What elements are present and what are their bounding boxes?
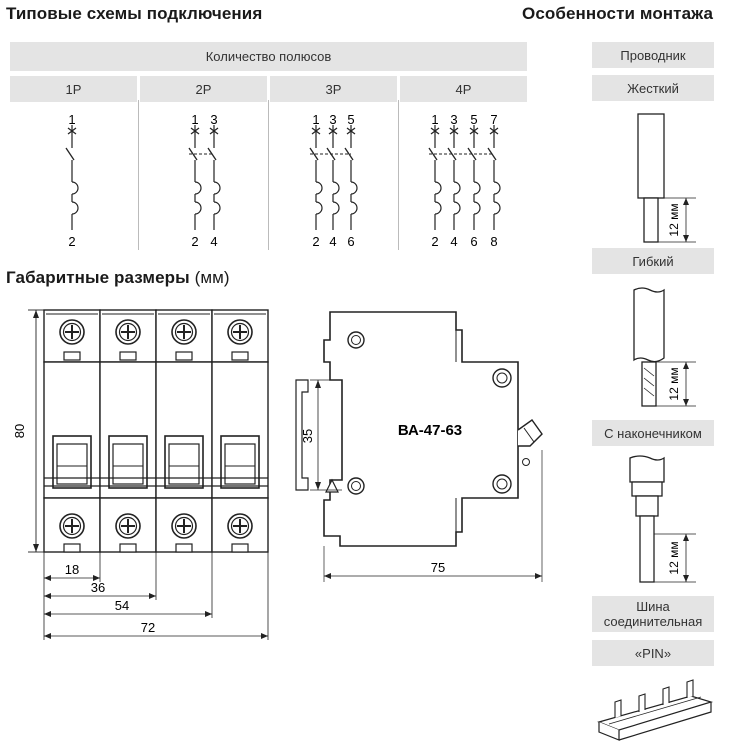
side-view-drawing: 35 ВА-47-63 75 xyxy=(295,311,543,582)
dimensions-title: Габаритные размеры (мм) xyxy=(6,268,230,288)
terminal-label: 3 xyxy=(450,112,457,127)
terminal-label: 1 xyxy=(68,112,75,127)
conductor-header: Проводник xyxy=(592,42,714,68)
terminal-label: 6 xyxy=(347,234,354,249)
terminal-label: 4 xyxy=(450,234,457,249)
pole-col-4p: 4P xyxy=(400,76,527,102)
terminal-label: 2 xyxy=(312,234,319,249)
terminal-label: 8 xyxy=(490,234,497,249)
terminal-label: 7 xyxy=(490,112,497,127)
model-label: ВА-47-63 xyxy=(398,422,462,439)
flexible-label: Гибкий xyxy=(592,248,714,274)
busbar-label-line1: Шина xyxy=(636,599,670,614)
terminal-label: 1 xyxy=(312,112,319,127)
busbar-label-line2: соединительная xyxy=(603,614,703,629)
terminal-label: 1 xyxy=(191,112,198,127)
width-72-label: 72 xyxy=(141,620,155,635)
poles-header: Количество полюсов xyxy=(10,42,527,71)
terminal-label: 2 xyxy=(431,234,438,249)
terminal-label: 3 xyxy=(210,112,217,127)
wiring-title: Типовые схемы подключения xyxy=(6,4,263,23)
terminal-label: 3 xyxy=(329,112,336,127)
dimensions-title-text: Габаритные размеры xyxy=(6,268,190,287)
width-18-label: 18 xyxy=(65,562,79,577)
busbar-type-label: «PIN» xyxy=(592,640,714,666)
front-view-drawing: 80 18 36 54 72 xyxy=(12,290,290,640)
terminal-label: 2 xyxy=(191,234,198,249)
flexible-conductor-drawing: 12 мм xyxy=(633,287,696,407)
ferrule-label: С наконечником xyxy=(592,420,714,446)
width-36-label: 36 xyxy=(91,580,105,595)
ferrule-conductor-drawing: 12 мм xyxy=(629,455,696,583)
mounting-title: Особенности монтажа xyxy=(522,4,714,23)
rail-dimension: 35 xyxy=(300,429,315,443)
terminal-label: 2 xyxy=(68,234,75,249)
pole-col-3p: 3P xyxy=(270,76,397,102)
height-dimension: 80 xyxy=(12,424,27,438)
pin-busbar-drawing xyxy=(597,679,714,741)
terminal-label: 6 xyxy=(470,234,477,249)
dimensions-unit: (мм) xyxy=(194,268,230,287)
rigid-conductor-drawing: 12 мм xyxy=(637,113,696,243)
pole-col-1p: 1P xyxy=(10,76,137,102)
depth-dimension: 75 xyxy=(431,560,445,575)
terminal-label: 5 xyxy=(470,112,477,127)
busbar-label: Шина соединительная xyxy=(592,596,714,632)
strip-length-label: 12 мм xyxy=(667,367,681,400)
strip-length-label: 12 мм xyxy=(667,541,681,574)
rigid-label: Жесткий xyxy=(592,75,714,101)
wiring-schematics: 1 2 1 3 2 4 1 3 5 2 4 6 1 3 5 7 2 4 6 8 xyxy=(65,100,501,250)
terminal-label: 1 xyxy=(431,112,438,127)
terminal-label: 4 xyxy=(210,234,217,249)
strip-length-label: 12 мм xyxy=(667,203,681,236)
terminal-label: 4 xyxy=(329,234,336,249)
pole-col-2p: 2P xyxy=(140,76,267,102)
terminal-label: 5 xyxy=(347,112,354,127)
width-54-label: 54 xyxy=(115,598,129,613)
